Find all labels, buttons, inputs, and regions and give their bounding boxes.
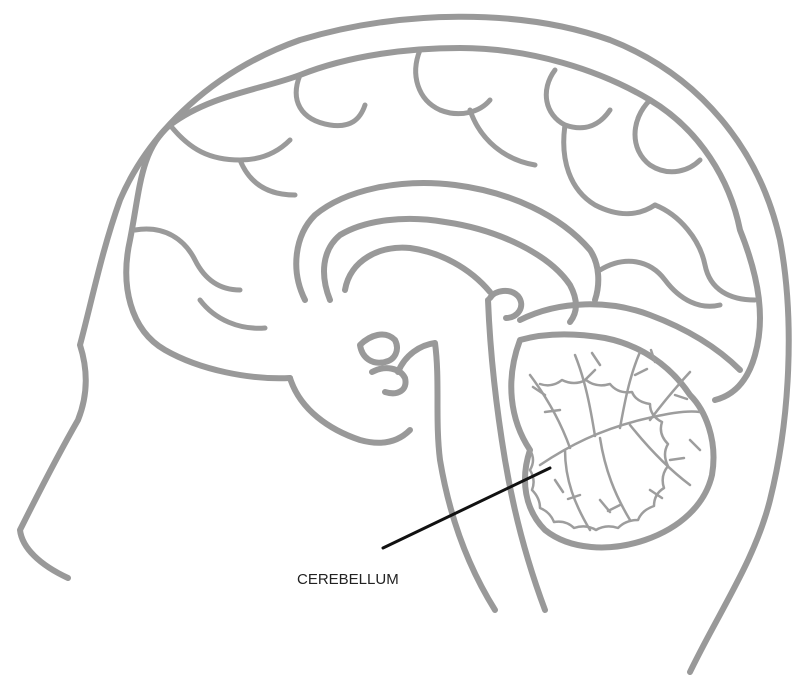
gyrus-fold-10: [600, 261, 720, 306]
cerebellum-label: CEREBELLUM: [297, 571, 399, 588]
pons-tip: [490, 291, 521, 318]
brainstem-left: [398, 343, 495, 610]
hypothalamus: [372, 368, 406, 393]
temporal-lobe-outline: [290, 378, 410, 443]
cerebellum-outline: [511, 334, 713, 547]
arbor-vitae-branch-7: [565, 450, 590, 530]
gyrus-fold-12: [470, 110, 535, 165]
gyrus-fold-1: [296, 75, 365, 126]
arbor-vitae-branch-2: [575, 355, 595, 436]
gyrus-fold-6: [135, 229, 240, 290]
fornix: [345, 248, 490, 292]
corpus-callosum-inner: [324, 219, 576, 322]
arbor-vitae-branch-3: [620, 352, 640, 428]
gyrus-fold-8: [564, 125, 655, 214]
thalamus: [360, 335, 397, 363]
gyrus-fold-11: [200, 300, 265, 328]
gyrus-fold-5: [170, 125, 290, 160]
arbor-vitae-branch-6: [630, 425, 690, 485]
gyrus-fold-7: [240, 160, 295, 195]
gyrus-fold-2: [416, 50, 490, 114]
cerebellum-leader-line: [383, 468, 550, 548]
cerebellum-folia-edge: [530, 380, 668, 530]
corpus-callosum-outer: [296, 183, 598, 300]
